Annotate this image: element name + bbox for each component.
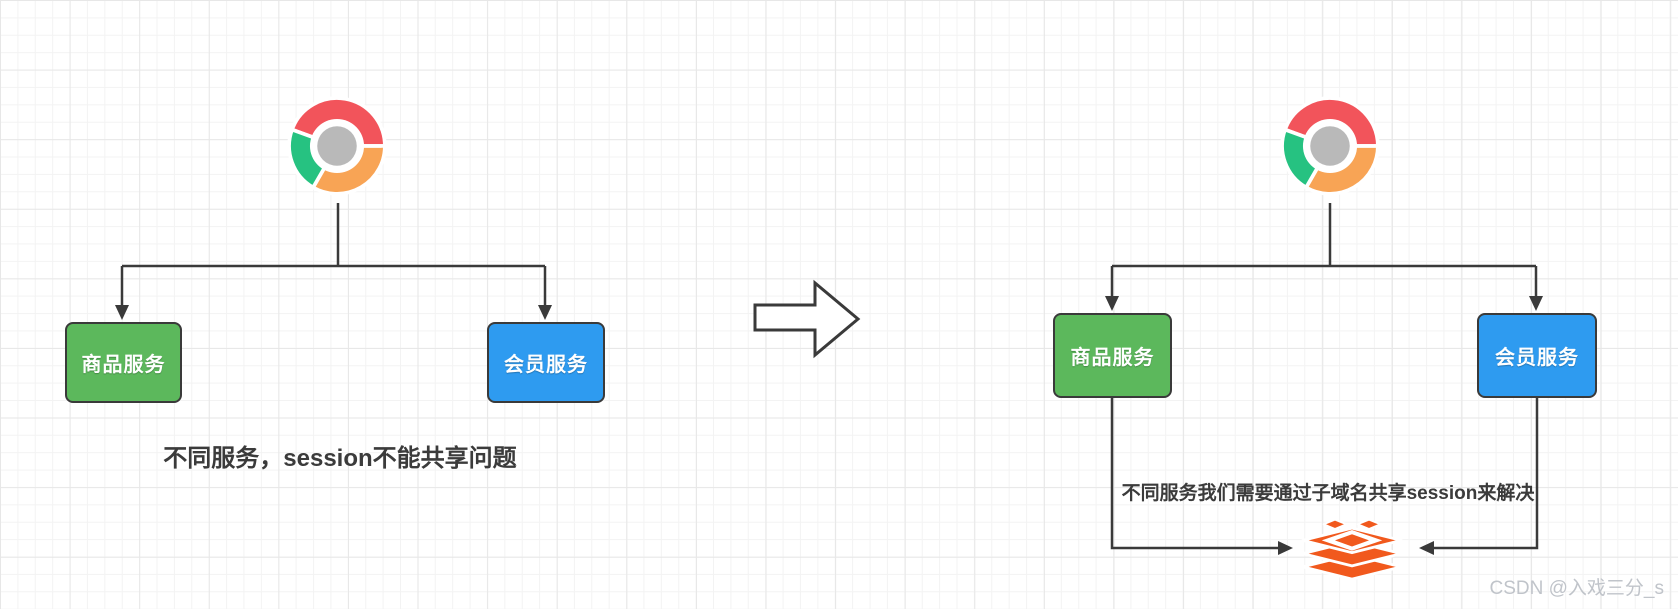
csdn-watermark: CSDN @入戏三分_s <box>1489 578 1664 599</box>
node-product-service-left: 商品服务 <box>65 322 182 403</box>
chrome-icon <box>1280 96 1380 196</box>
right-diagram-caption: 不同服务我们需要通过子域名共享session来解决 <box>1121 483 1535 504</box>
node-label: 会员服务 <box>504 354 588 376</box>
node-label: 商品服务 <box>81 354 166 376</box>
arrowheads <box>115 296 1543 555</box>
node-member-service-left: 会员服务 <box>487 322 605 403</box>
node-label: 会员服务 <box>1495 347 1579 369</box>
node-member-service-right: 会员服务 <box>1477 313 1597 398</box>
left-diagram-caption: 不同服务，session不能共享问题 <box>163 445 517 472</box>
redis-icon <box>1301 518 1403 581</box>
node-label: 商品服务 <box>1070 347 1155 369</box>
chrome-icon <box>287 96 387 196</box>
transition-arrow-icon <box>753 279 861 359</box>
node-product-service-right: 商品服务 <box>1053 313 1172 398</box>
